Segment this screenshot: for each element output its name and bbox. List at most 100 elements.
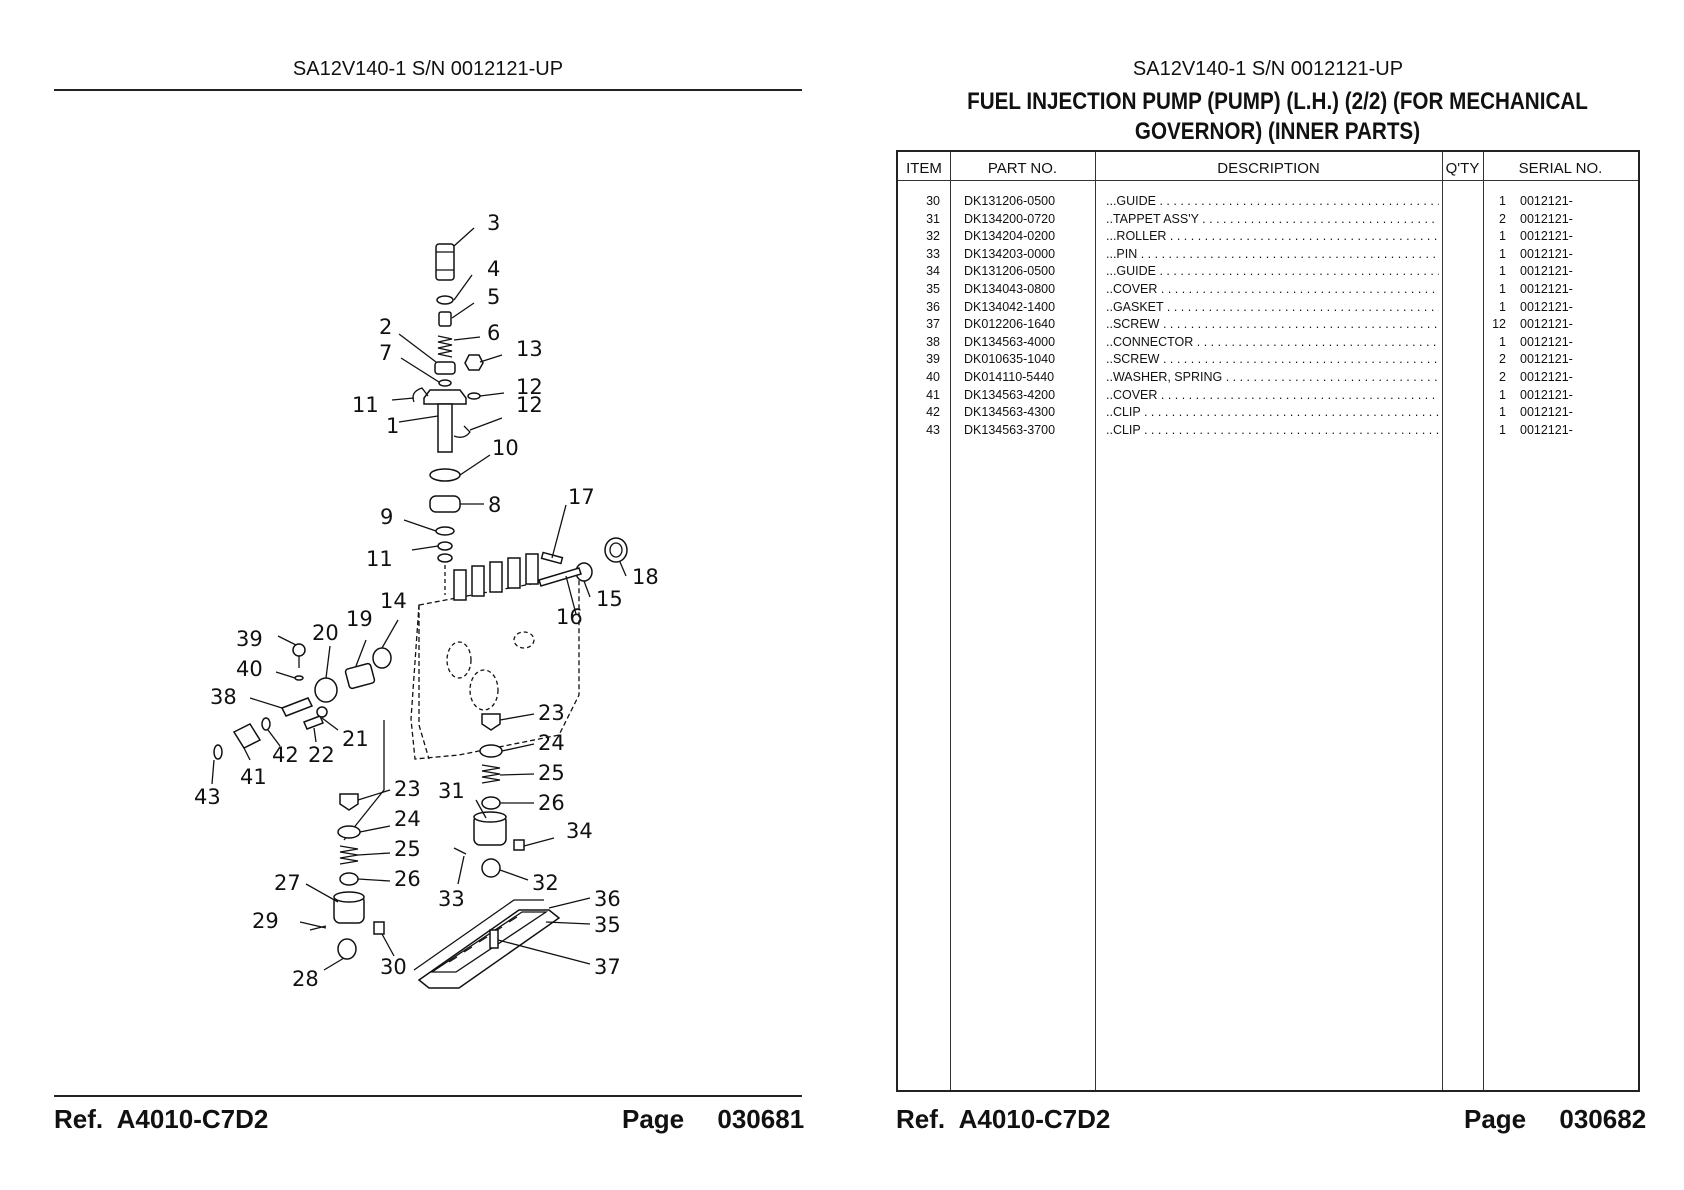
part-no-cell: DK134563-4300 [964, 405, 1056, 420]
right-ref-label: Ref. [896, 1104, 946, 1134]
callout-11: 11 [366, 547, 393, 571]
description-cell: ..COVER . . . . . . . . . . . . . . . . … [1106, 387, 1439, 402]
part-no-cell: DK010635-1040 [964, 352, 1056, 367]
part-no-cell: DK134042-1400 [964, 299, 1056, 314]
part-no-cell: DK134203-0000 [964, 246, 1056, 261]
qty-cell: 1 [1499, 334, 1506, 349]
description-cell: ..COVER . . . . . . . . . . . . . . . . … [1106, 282, 1439, 296]
callout-43: 43 [194, 785, 221, 809]
plunger-barrel [437, 403, 453, 453]
callout-30: 30 [380, 955, 407, 979]
o-ring-4 [436, 295, 454, 305]
qty-cell: 1 [1499, 194, 1506, 208]
serial-no-cell: 0012121- [1520, 264, 1573, 279]
left-ref: Ref. A4010-C7D2 [54, 1104, 268, 1135]
callout-19: 19 [346, 607, 373, 631]
screw-39 [292, 643, 306, 657]
item-cell: 41 [926, 387, 940, 402]
callout-10: 10 [492, 436, 519, 460]
spring-25-right [481, 764, 501, 784]
part-no-cell: DK012206-1640 [964, 317, 1056, 332]
qty-cell: 1 [1499, 282, 1506, 296]
callout-31: 31 [438, 779, 465, 803]
description-cell: ...GUIDE . . . . . . . . . . . . . . . .… [1106, 264, 1439, 279]
callout-9: 9 [380, 505, 393, 529]
description-cell: ..SCREW . . . . . . . . . . . . . . . . … [1106, 352, 1439, 367]
sleeve-8 [429, 495, 461, 513]
ring-9 [435, 526, 455, 536]
part-no-cell: DK134563-4200 [964, 387, 1056, 402]
callout-32: 32 [532, 871, 559, 895]
spring-seat-23-left [339, 793, 359, 811]
right-ref-value: A4010-C7D2 [958, 1104, 1111, 1134]
screw-37 [489, 929, 499, 949]
callout-13: 12 [516, 375, 543, 399]
description-cell: ..TAPPET ASS'Y . . . . . . . . . . . . .… [1106, 211, 1439, 226]
left-page-header: SA12V140-1 S/N 0012121-UP [292, 58, 564, 80]
washer-40 [294, 675, 304, 681]
item-cell: 30 [926, 194, 940, 208]
cover-41 [232, 723, 262, 749]
callout-12-left: 11 [352, 393, 379, 417]
serial-no-cell: 0012121- [1520, 194, 1573, 208]
delivery-valve-holder [435, 243, 455, 281]
guide-30 [373, 921, 385, 935]
qty-cell: 12 [1492, 317, 1506, 332]
part-no-cell: DK014110-5440 [964, 370, 1055, 384]
serial-no-cell: 0012121- [1520, 246, 1573, 261]
clip-12-right [453, 425, 471, 438]
callout-12-right: 12 [516, 393, 543, 417]
rack-16 [538, 567, 582, 587]
item-cell: 40 [926, 370, 940, 384]
washer-21 [316, 706, 328, 718]
callout-41: 41 [240, 765, 267, 789]
serial-no-cell: 0012121- [1520, 405, 1573, 420]
washer-7 [438, 379, 452, 387]
qty-cell: 1 [1499, 387, 1506, 402]
callout-37: 37 [594, 955, 621, 979]
left-ref-value: A4010-C7D2 [116, 1104, 269, 1134]
item-cell: 32 [926, 229, 940, 244]
callout-42: 42 [272, 743, 299, 767]
left-page-number-block: Page 030681 [622, 1104, 804, 1135]
cover-35 [417, 909, 561, 989]
left-page-number: 030681 [717, 1104, 805, 1134]
leader-link [343, 720, 385, 841]
callout-23-right: 23 [538, 701, 565, 725]
o-ring-10 [429, 468, 461, 482]
qty-cell: 2 [1499, 352, 1506, 367]
description-cell: ..CLIP . . . . . . . . . . . . . . . . .… [1106, 422, 1439, 437]
item-cell: 43 [926, 422, 940, 437]
item-cell: 42 [926, 405, 940, 420]
callout-15-right: 15 [596, 587, 623, 611]
description-cell: ..SCREW . . . . . . . . . . . . . . . . … [1106, 317, 1439, 332]
item-cell: 37 [926, 317, 940, 332]
col-header-description: DESCRIPTION [1217, 160, 1320, 177]
qty-cell: 1 [1499, 229, 1506, 244]
part-no-cell: DK134563-4000 [964, 334, 1056, 349]
callout-38: 38 [210, 685, 237, 709]
callout-29: 29 [252, 909, 279, 933]
qty-cell: 1 [1499, 405, 1506, 420]
callout-35: 35 [594, 913, 621, 937]
col-header-item: ITEM [906, 160, 942, 177]
cap-18 [604, 537, 628, 563]
callout-14: 13 [516, 337, 543, 361]
qty-cell: 1 [1499, 299, 1506, 314]
part-no-cell: DK131206-0500 [964, 264, 1056, 279]
item-cell: 38 [926, 334, 940, 349]
page-title-line2: GOVERNOR) (INNER PARTS) [1134, 118, 1421, 145]
table-row: 34 DK131206-0500 ...GUIDE . . . . . . . . … [898, 263, 1638, 281]
ring-11a [437, 541, 453, 551]
serial-no-cell: 0012121- [1520, 299, 1573, 314]
right-page-label: Page [1464, 1104, 1527, 1134]
gasket-19 [344, 662, 376, 690]
item-cell: 34 [926, 264, 940, 279]
nut-14 [464, 354, 484, 371]
part-no-cell: DK134043-0800 [964, 282, 1056, 296]
